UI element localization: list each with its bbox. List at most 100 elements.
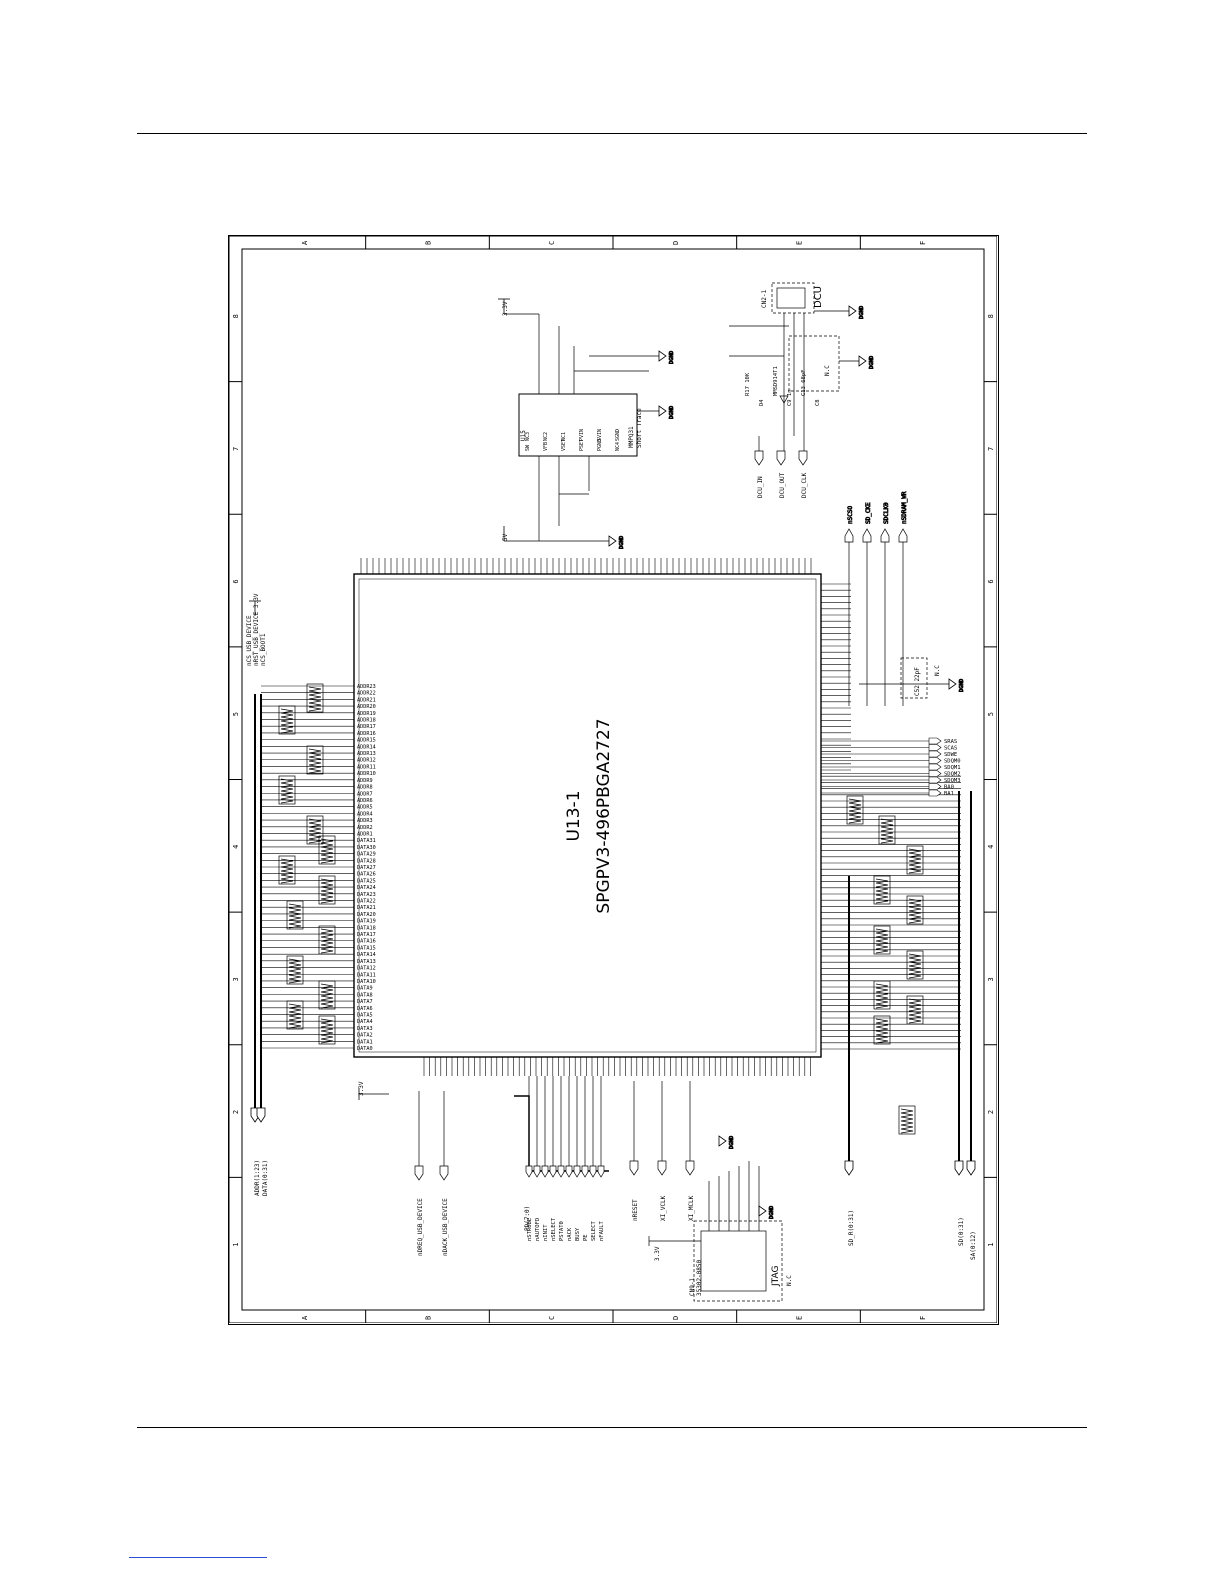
resistor-network — [873, 875, 891, 905]
ground-triangle — [848, 305, 857, 317]
resnet-zigzag — [908, 953, 922, 979]
left-pin-label: DATA22 — [357, 899, 376, 905]
resnet-body — [286, 900, 304, 930]
resistor-network — [286, 1000, 304, 1030]
parallel-port-label: nFAULT — [599, 1220, 605, 1241]
resnet-zigzag — [320, 838, 334, 864]
parallel-port-arrow — [597, 1165, 605, 1178]
left-pin-label: DATA2 — [357, 1033, 373, 1039]
left-pin-label: DATA28 — [357, 858, 376, 864]
usb-dack-label: nDACK_USB_DEVICE — [442, 1198, 449, 1256]
dcu-net-port — [754, 450, 764, 466]
chip-part: SPGPV3-496PBGA2727 — [594, 718, 614, 913]
ground-symbol: DGND — [658, 405, 675, 419]
resnet-zigzag — [308, 748, 322, 774]
resistor-network — [306, 815, 324, 845]
parallel-port-arrow — [581, 1165, 589, 1178]
col-label-bottom: A — [301, 1315, 309, 1320]
left-pin-label: ADDR1 — [357, 831, 373, 837]
left-pin-label: ADDR13 — [357, 751, 376, 757]
left-pin-label: DATA5 — [357, 1012, 373, 1018]
sdram-net-label: nSCSO — [847, 506, 854, 524]
resnet-zigzag — [280, 858, 294, 884]
resistor-network — [306, 745, 324, 775]
strobe-port — [928, 770, 942, 777]
resistor-network — [278, 855, 296, 885]
ground-symbol: DGND — [658, 350, 675, 364]
resistor-network — [306, 683, 324, 713]
resistor-network — [286, 955, 304, 985]
resistor-network — [318, 980, 336, 1010]
ground-triangle — [758, 1205, 767, 1217]
ground-triangle — [608, 535, 617, 547]
regulator-pin-label: NC1 — [561, 432, 567, 441]
resnet-zigzag — [288, 903, 302, 929]
ground-triangle — [658, 405, 667, 417]
resnet-body — [906, 950, 924, 980]
row-label-right: 3 — [987, 977, 995, 981]
col-label-top: E — [796, 241, 804, 245]
resnet-body — [278, 705, 296, 735]
regulator-pin-label: PVIN — [579, 429, 585, 441]
strobe-port — [928, 783, 942, 790]
dcu-part-label: C9 1n — [787, 389, 793, 406]
resistor-network — [286, 900, 304, 930]
sdram-net-label: SDCLK0 — [883, 502, 890, 524]
left-pin-label: DATA16 — [357, 939, 376, 945]
left-pin-label: ADDR5 — [357, 805, 373, 811]
row-label-right: 6 — [987, 579, 995, 583]
sdram-nc: N.C — [934, 665, 941, 676]
left-pin-labels: ADDR23ADDR22ADDR21ADDR20ADDR19ADDR18ADDR… — [357, 684, 376, 1052]
resnet-zigzag — [320, 1018, 334, 1044]
resnet-body — [278, 775, 296, 805]
left-pin-label: DATA25 — [357, 878, 376, 884]
dcu-label: DCU — [813, 286, 824, 308]
supply-3v3-a: 3.3V — [253, 593, 260, 608]
ground-symbol: DGND — [608, 535, 625, 549]
sdram-port — [862, 528, 872, 543]
footer-link-underline — [129, 1557, 267, 1558]
left-pin-label: ADDR19 — [357, 711, 376, 717]
supply-5v: 5V — [502, 533, 509, 541]
dcu-part-label: C13 68pF — [801, 370, 807, 397]
ground-label: DGND — [859, 306, 865, 319]
resnet-zigzag — [908, 898, 922, 924]
parallel-port-label: PE — [583, 1234, 589, 1241]
row-label-left: 4 — [232, 845, 240, 849]
buses — [254, 694, 972, 1172]
ground-label: DGND — [729, 1136, 735, 1149]
jtag-area — [648, 1161, 783, 1302]
left-pin-label: ADDR7 — [357, 791, 373, 797]
col-label-top: C — [548, 241, 556, 245]
resistor-network — [278, 705, 296, 735]
left-pin-label: ADDR8 — [357, 785, 373, 791]
row-label-left: 6 — [232, 579, 240, 583]
resistor-network — [318, 835, 336, 865]
left-pin-label: ADDR16 — [357, 731, 376, 737]
jtag-net-port — [657, 1160, 667, 1176]
left-pin-label: DATA23 — [357, 892, 376, 898]
strobe-port — [928, 763, 942, 771]
regulator-pin-label: NC2 — [543, 432, 549, 441]
resistor-network — [318, 875, 336, 905]
resistor-network — [278, 775, 296, 805]
dcu-part-label: MMSD914T1 — [773, 366, 779, 396]
parallel-port-arrow — [549, 1165, 557, 1178]
left-pin-label: DATA18 — [357, 925, 376, 931]
strobe-label: SRAS — [944, 739, 957, 745]
resistor-network — [898, 1105, 916, 1135]
left-pin-label: DATA20 — [357, 912, 376, 918]
dcu-net-port — [798, 450, 808, 466]
parallel-port-arrow — [541, 1165, 549, 1178]
left-pin-label: DATA19 — [357, 919, 376, 925]
left-pin-label: DATA4 — [357, 1019, 373, 1025]
parallel-port-label: BUSY — [575, 1227, 581, 1241]
ground-label: DGND — [869, 356, 875, 369]
ground-label: DGND — [669, 351, 675, 364]
ground-label: DGND — [669, 406, 675, 419]
usb-boot-label: nCS_BOOT1 — [260, 633, 267, 666]
